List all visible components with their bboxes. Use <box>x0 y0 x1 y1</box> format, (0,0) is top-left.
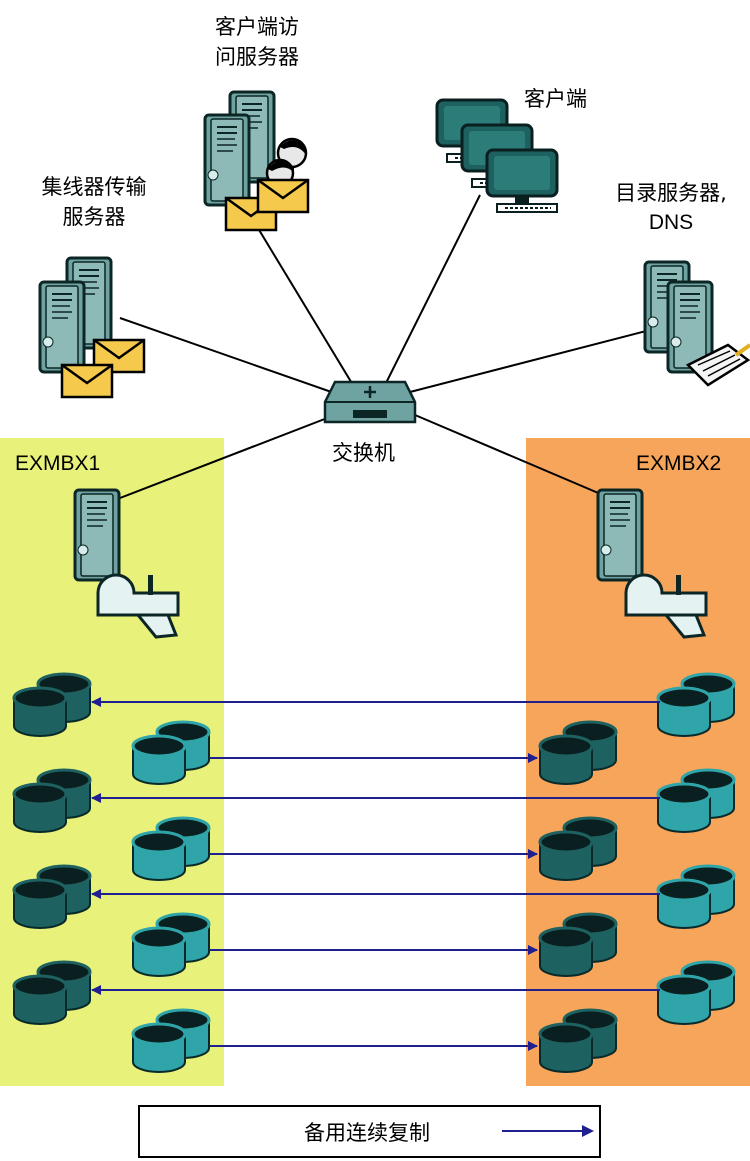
cas-label-line2: 问服务器 <box>215 45 299 69</box>
hub-label-line2: 服务器 <box>62 205 126 229</box>
directory-label-line2: DNS <box>648 211 694 234</box>
replication-group <box>14 674 734 1072</box>
hub-label-line1: 集线器传输 <box>41 175 147 199</box>
client-label: 客户端 <box>524 87 587 111</box>
exmbx1-title: EXMBX1 <box>15 452 101 475</box>
hub-transport-server-icon <box>38 256 146 399</box>
directory-dns-server-icon <box>643 260 750 387</box>
switch-icon <box>323 380 417 424</box>
cas-label-line1: 客户端访 <box>215 15 299 39</box>
network-links <box>119 194 651 499</box>
hub-label: 集线器传输 服务器 <box>24 172 164 232</box>
exmbx2-title: EXMBX2 <box>636 452 722 475</box>
directory-label-line1: 目录服务器, <box>615 181 727 205</box>
legend-box: 备用连续复制 <box>138 1105 601 1158</box>
directory-label: 目录服务器, DNS <box>598 178 744 238</box>
switch-label: 交换机 <box>332 441 395 465</box>
cas-label: 客户端访 问服务器 <box>192 12 322 72</box>
legend-label: 备用连续复制 <box>304 1121 430 1145</box>
client-access-server-icon <box>203 90 310 232</box>
legend-arrow-icon <box>502 1125 594 1137</box>
client-pc-icon <box>435 98 559 214</box>
